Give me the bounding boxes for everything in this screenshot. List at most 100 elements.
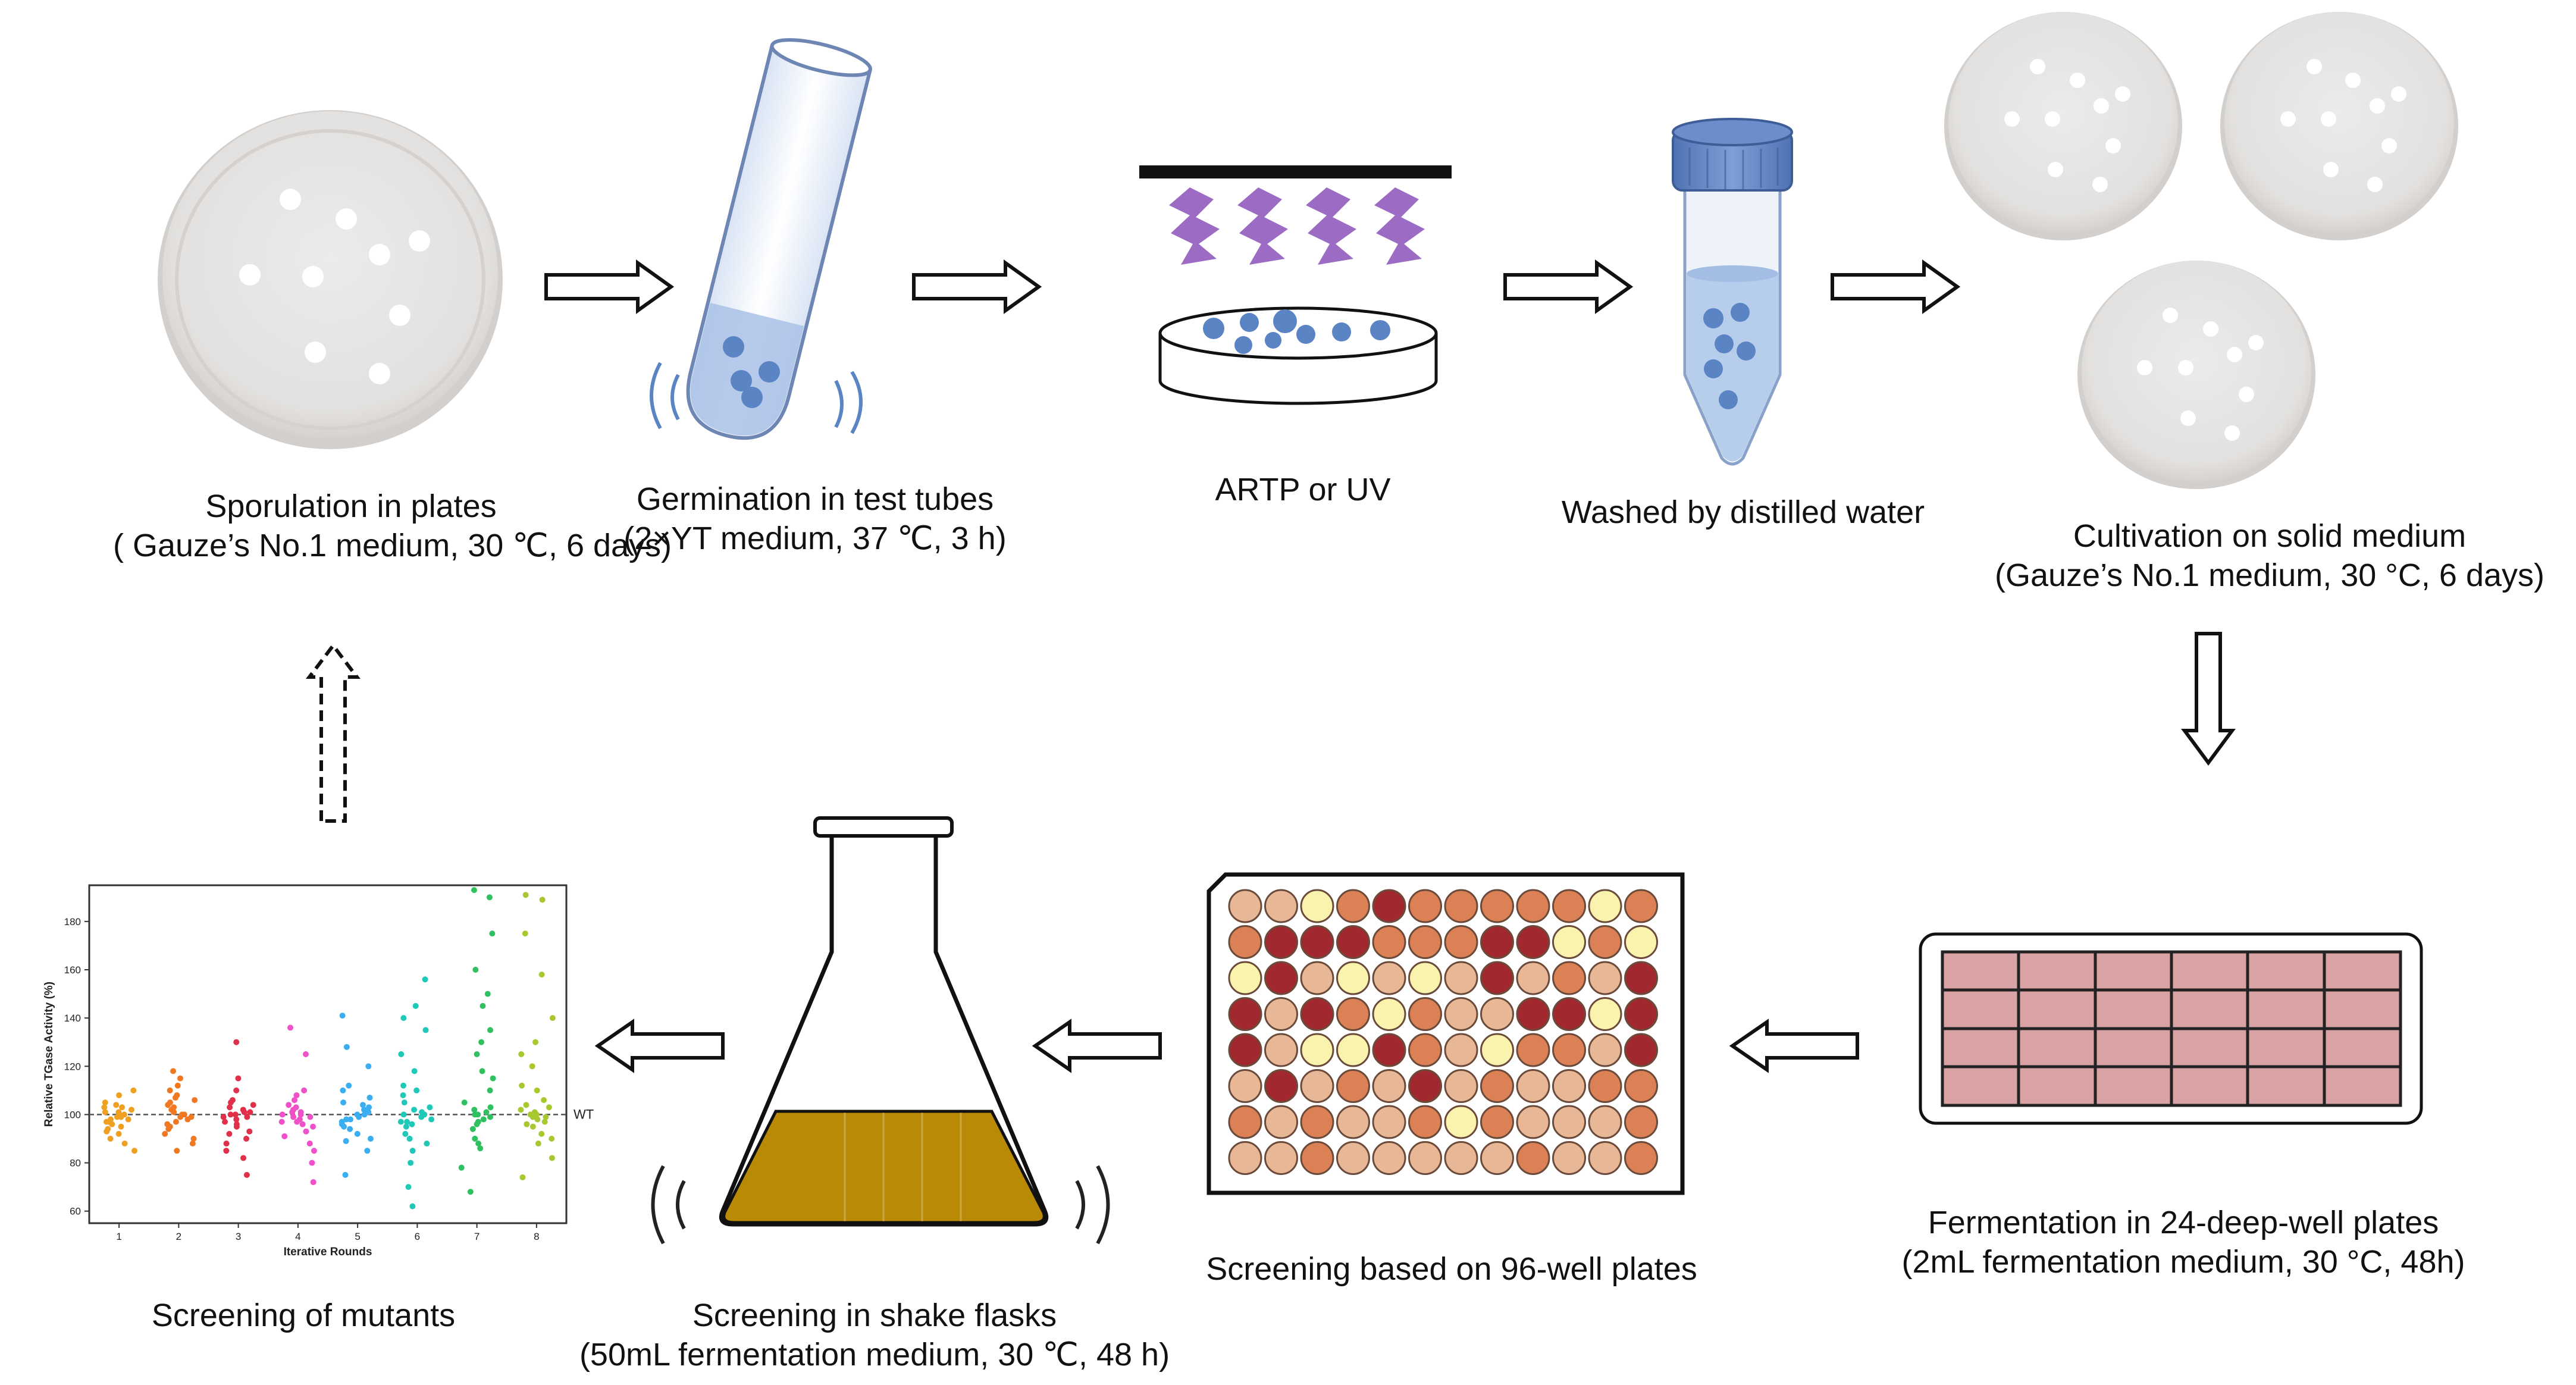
shake-lines (650, 362, 863, 434)
scatter-point (246, 1128, 253, 1135)
x-axis-label: Iterative Rounds (284, 1246, 372, 1258)
spore-cells (1703, 303, 1756, 409)
label-germination: Germination in test tubes (2×YT medium, … (589, 480, 1041, 558)
scatter-point (190, 1136, 197, 1142)
well (1552, 1105, 1586, 1139)
scatter-point (247, 1109, 253, 1115)
x-tick-label: 1 (116, 1231, 121, 1242)
scatter-point (311, 1148, 317, 1154)
well (1516, 889, 1550, 923)
well (1624, 997, 1658, 1031)
scatter-point (233, 1121, 240, 1127)
scatter-point (472, 1111, 478, 1118)
scatter-point (104, 1128, 110, 1135)
well (1588, 925, 1622, 959)
scatter-point (113, 1102, 120, 1108)
scatter-point (346, 1082, 352, 1089)
scatter-point (339, 1118, 345, 1125)
well (1408, 1141, 1442, 1175)
scatter-point (427, 1104, 433, 1111)
well (1264, 1141, 1298, 1175)
scatter-point (475, 1140, 482, 1147)
scatter-point (484, 991, 491, 997)
scatter-point (174, 1148, 180, 1154)
x-tick-label: 4 (295, 1231, 300, 1242)
scatter-point (302, 1051, 309, 1057)
well (1588, 1069, 1622, 1103)
well (1444, 1069, 1478, 1103)
scatter-point (294, 1118, 300, 1125)
shakeflask-detail: (50mL fermentation medium, 30 ℃, 48 h) (579, 1337, 1170, 1373)
y-tick-label: 140 (64, 1013, 81, 1024)
scatter-point (413, 1087, 420, 1093)
x-tick-label: 8 (534, 1231, 539, 1242)
label-washing: Washed by distilled water (1523, 493, 1963, 532)
well (1264, 925, 1298, 959)
scatter-point (404, 1118, 410, 1125)
scatter-point (174, 1082, 181, 1089)
mutagenesis-setup (1139, 165, 1452, 405)
scatter-point (222, 1118, 228, 1125)
scatter-point (179, 1111, 186, 1118)
scatter-point (118, 1114, 124, 1120)
scatter-point (192, 1097, 198, 1104)
scatter-point (171, 1109, 177, 1115)
x-tick-label: 5 (355, 1231, 360, 1242)
scatter-point (121, 1140, 128, 1147)
well (1624, 1069, 1658, 1103)
well (1264, 997, 1298, 1031)
scatter-point (101, 1104, 108, 1111)
well (1372, 925, 1406, 959)
scatter-point (409, 1121, 415, 1127)
scatter-point (422, 1027, 429, 1033)
scatter-point (281, 1133, 288, 1139)
well (1516, 1105, 1550, 1139)
fermentation24-title: Fermentation in 24-deep-well plates (1928, 1205, 2439, 1240)
well (1228, 961, 1262, 995)
well (1228, 925, 1262, 959)
scatter-point (125, 1116, 131, 1123)
well (1408, 1105, 1442, 1139)
scatter-point (167, 1087, 173, 1093)
scatter-point (422, 976, 428, 983)
well (1480, 1033, 1514, 1067)
scatter-point (523, 1102, 529, 1108)
scatter-point (347, 1126, 353, 1132)
well (1624, 961, 1658, 995)
well (1228, 997, 1262, 1031)
scatter-point (518, 1051, 525, 1057)
scatter-point (105, 1118, 112, 1125)
scatter-point (549, 1015, 556, 1021)
scatter-point (477, 1145, 484, 1152)
scatter-point (162, 1130, 168, 1137)
scatter-point (233, 1116, 240, 1123)
arrow-left-2 (1032, 1019, 1162, 1073)
well (1336, 997, 1370, 1031)
scatter-point (223, 1140, 230, 1147)
scatter-point (472, 1136, 478, 1142)
y-tick-label: 160 (64, 964, 81, 976)
well (1516, 961, 1550, 995)
x-tick-label: 7 (474, 1231, 480, 1242)
scatter-point (405, 1184, 412, 1190)
scatter-point (412, 1002, 419, 1009)
scatter-point (366, 1095, 373, 1101)
well (1228, 1105, 1262, 1139)
solid-medium-plates (1944, 12, 2458, 489)
label-cultivation: Cultivation on solid medium (Gauze’s No.… (1969, 516, 2570, 595)
well (1444, 1033, 1478, 1067)
sporulation-plate (158, 110, 503, 449)
scatter-point (293, 1092, 300, 1098)
scatter-point (340, 1099, 347, 1106)
well (1516, 1033, 1550, 1067)
scatter-point (474, 1121, 480, 1127)
scatter-point (227, 1104, 233, 1111)
flask-broth (722, 1110, 1046, 1224)
scatter-point (173, 1118, 179, 1125)
well (1300, 961, 1334, 995)
scatter-point (478, 1039, 485, 1045)
arrow-right-4 (1831, 259, 1961, 314)
well (1372, 961, 1406, 995)
well (1552, 925, 1586, 959)
y-tick-label: 180 (64, 916, 81, 927)
